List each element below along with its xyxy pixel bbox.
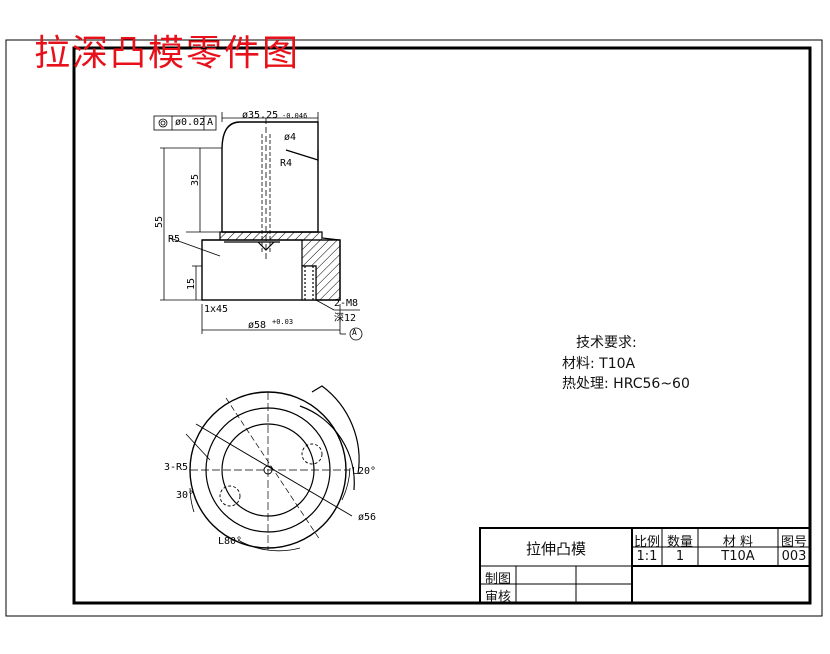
header-drawing-no: 图号 <box>780 535 807 550</box>
front-section-view <box>153 112 363 341</box>
plan-view <box>185 385 360 552</box>
dim-holes: 3-R5 <box>164 462 189 473</box>
drawn-by-label: 制图 <box>484 572 511 587</box>
requirements-heat-treatment: 热处理: HRC56~60 <box>562 376 690 392</box>
tolerance-value: ø0.02 <box>175 117 206 128</box>
outer-arc <box>299 405 355 491</box>
dim-top-dia: ø35.25 <box>242 110 279 121</box>
drawing-frame <box>72 46 812 605</box>
dim-hole-dia: ø4 <box>284 132 297 143</box>
dim-angle-30: 30° <box>176 490 195 501</box>
sheet-outer-border <box>5 39 823 617</box>
header-scale: 比例 <box>633 535 660 550</box>
header-qty: 数量 <box>666 535 693 550</box>
requirements-material: 材料: T10A <box>562 356 636 372</box>
dim-base-dia-tol: +0.03 <box>272 318 294 326</box>
dim-r4: R4 <box>280 158 293 169</box>
dim-top-dia-tol: -0.046 <box>282 112 308 120</box>
sheet-title: 拉深凸模零件图 <box>34 33 301 74</box>
dim-height-55: 55 <box>154 215 165 228</box>
value-qty: 1 <box>675 549 685 564</box>
dim-r5: R5 <box>168 234 181 245</box>
punch-nose <box>285 149 319 161</box>
value-scale: 1:1 <box>636 549 658 564</box>
dim-thread-depth: 深12 <box>334 313 357 324</box>
requirements-heading: 技术要求: <box>576 335 637 351</box>
value-drawing-no: 003 <box>781 549 807 564</box>
value-material: T10A <box>721 549 755 564</box>
dim-base-dia: ø58 <box>248 320 267 331</box>
dim-height-15: 15 <box>186 277 197 290</box>
thread-hole <box>301 265 317 301</box>
part-name: 拉伸凸模 <box>525 540 586 558</box>
header-material: 材 料 <box>722 535 754 550</box>
title-block-grid <box>479 527 811 604</box>
dim-chamfer: 1x45 <box>204 304 229 315</box>
tolerance-datum: A <box>207 117 214 128</box>
datum-label: A <box>352 328 357 337</box>
dim-angle-l80: L80° <box>218 536 243 547</box>
checked-by-label: 审核 <box>484 590 511 605</box>
dim-angle-l20: L20° <box>352 466 377 477</box>
dim-outer-dia: ø56 <box>358 512 377 523</box>
base-outline <box>201 239 341 301</box>
dim-thread: 2-M8 <box>334 298 359 309</box>
dim-height-35: 35 <box>190 173 201 186</box>
